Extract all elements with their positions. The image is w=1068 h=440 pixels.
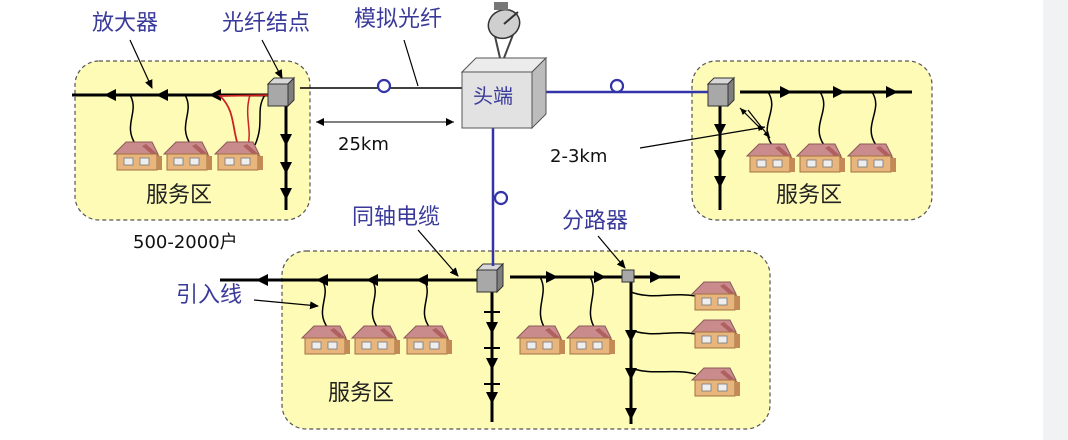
label-analog-fiber: 模拟光纤 xyxy=(354,7,442,32)
satellite-dish-icon xyxy=(487,2,521,59)
bottom-distribution xyxy=(220,263,741,424)
service-area-label-right: 服务区 xyxy=(776,183,842,208)
service-zone-right xyxy=(691,60,933,221)
fiber-node-right xyxy=(707,77,735,107)
splitter-pointer xyxy=(597,235,626,269)
label-distance-2-3km: 2-3km xyxy=(550,146,607,167)
label-distance-25km: 25km xyxy=(338,134,389,155)
fiber-node-pointer xyxy=(261,39,283,79)
service-zone-left xyxy=(74,60,311,221)
service-area-label-bottom: 服务区 xyxy=(328,381,394,406)
label-households: 500-2000户 xyxy=(133,232,238,253)
label-coax: 同轴电缆 xyxy=(352,205,440,230)
coax-pointer xyxy=(417,229,459,277)
left-distribution xyxy=(72,77,295,210)
window-edge-strip xyxy=(1043,0,1068,440)
red-drop-line xyxy=(217,94,279,146)
amplifier-pointer xyxy=(129,39,153,89)
headend xyxy=(460,2,548,130)
distance-arrow-2-3km xyxy=(639,125,766,149)
right-distribution xyxy=(707,77,912,210)
label-drop-line: 引入线 xyxy=(176,283,242,308)
fiber-node-bottom xyxy=(476,263,504,293)
service-area-label-left: 服务区 xyxy=(146,183,212,208)
fiber-node-left xyxy=(267,77,295,107)
label-splitter: 分路器 xyxy=(562,209,628,234)
label-fiber-node: 光纤结点 xyxy=(222,11,310,36)
analog-fiber-pointer xyxy=(403,39,419,87)
fiber-links xyxy=(300,78,708,266)
drop-line-pointer xyxy=(253,299,319,310)
label-headend: 头端 xyxy=(473,84,513,108)
label-amplifier: 放大器 xyxy=(92,11,158,36)
splitter-box xyxy=(621,269,635,283)
